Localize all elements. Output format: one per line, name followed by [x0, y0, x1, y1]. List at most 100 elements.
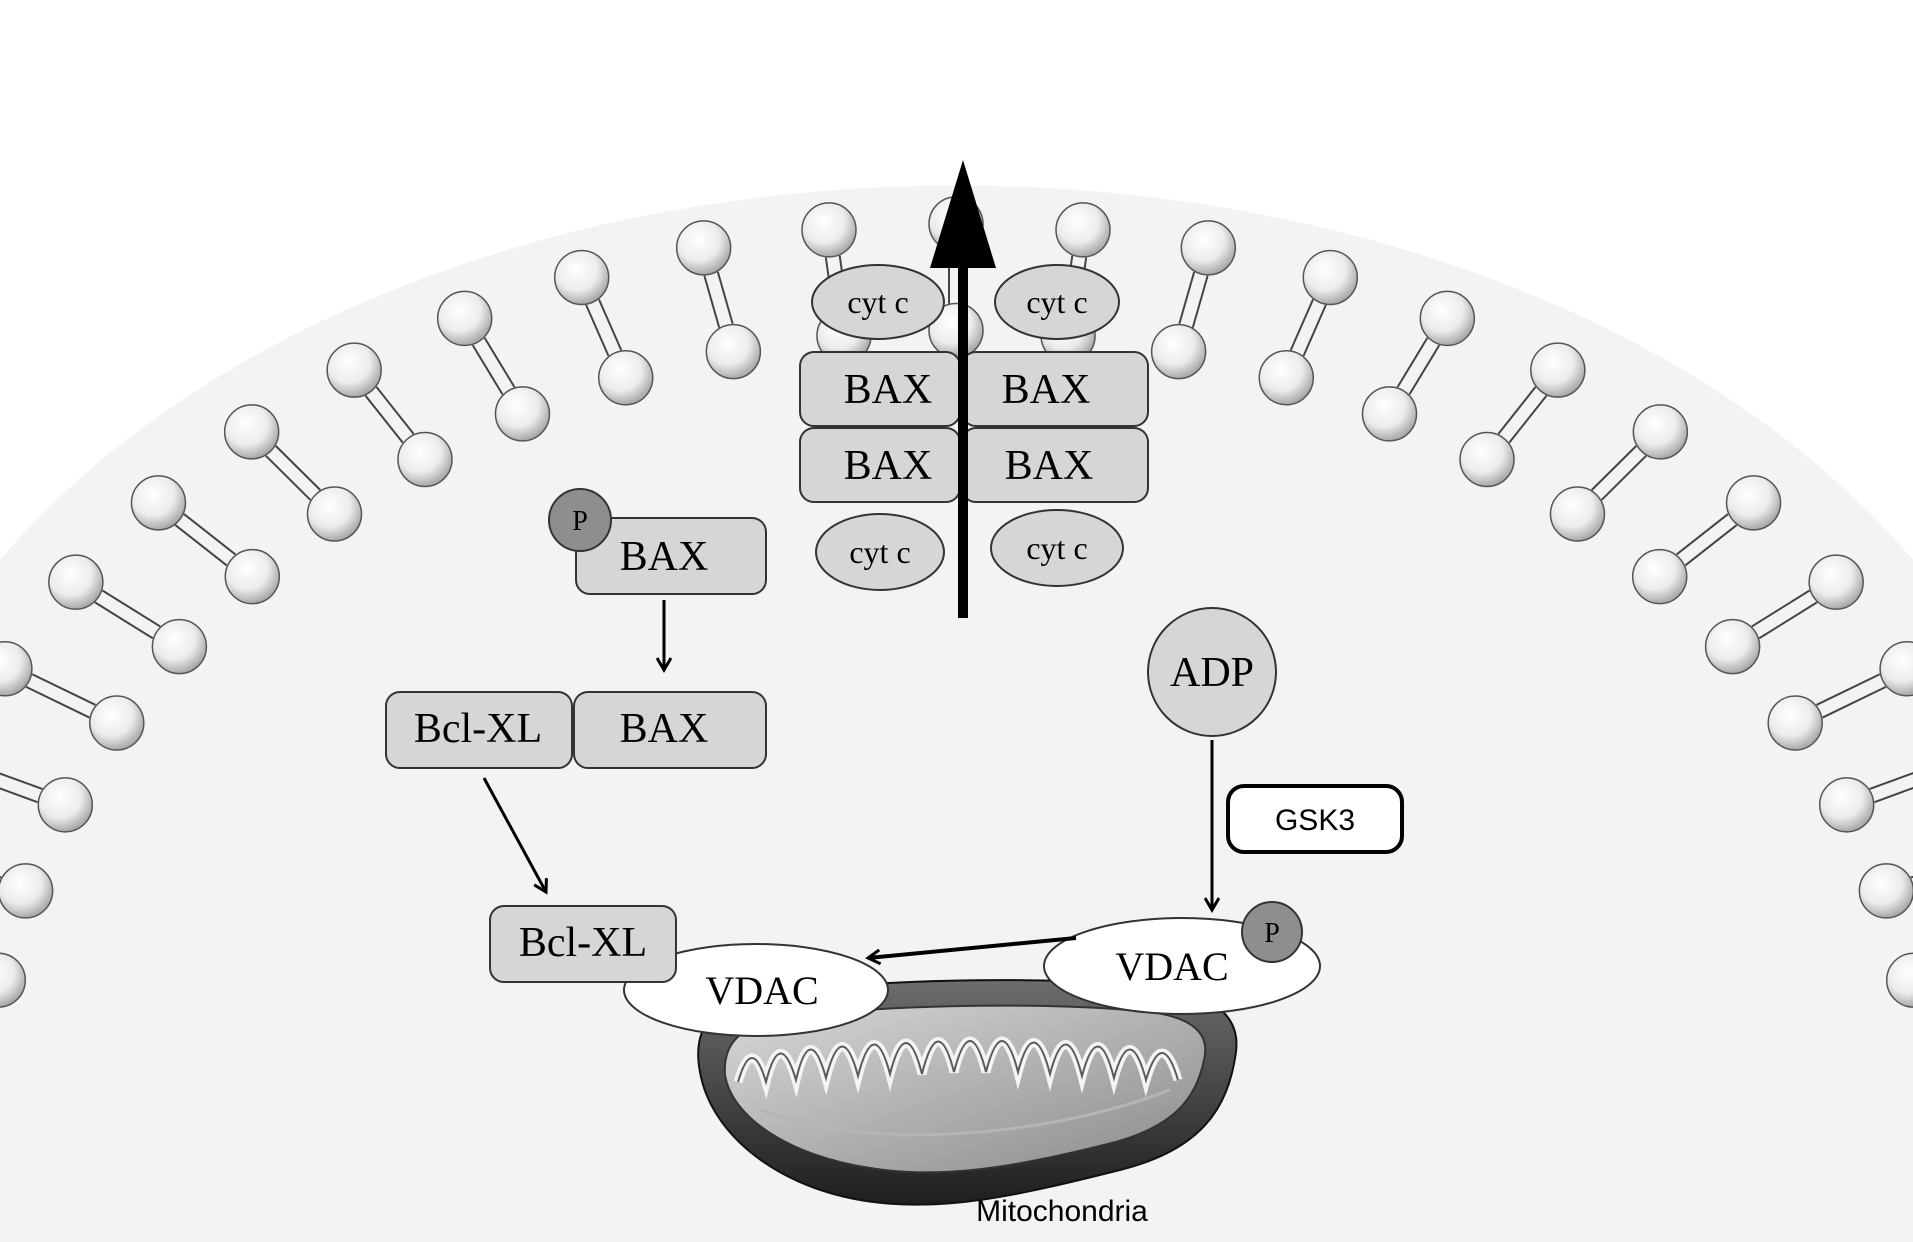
lipid-tail — [0, 772, 43, 790]
lipid-tail — [1508, 394, 1548, 444]
lipid-head-outer — [801, 202, 857, 258]
bclxl-bax-complex: Bcl-XL BAX — [385, 691, 767, 769]
vdac-label: VDAC — [1115, 944, 1228, 989]
lipid-tail — [375, 386, 415, 435]
bcl-xl-label: Bcl-XL — [519, 920, 647, 966]
cyt-c-bottom-left: cyt c — [815, 513, 945, 591]
lipid-head-outer — [1419, 290, 1476, 347]
lipid-tail — [1758, 601, 1818, 640]
lipid-head-inner — [224, 548, 281, 605]
lipid-tail — [1751, 589, 1811, 628]
lipid-head-inner — [1704, 618, 1761, 675]
bcl-xl-label: Bcl-XL — [414, 706, 542, 752]
lipid-head-inner — [306, 486, 363, 542]
lipid-head-outer — [223, 404, 280, 460]
lipid-head-outer — [0, 641, 33, 697]
lipid-tail — [101, 589, 161, 628]
bax-label: BAX — [1005, 443, 1094, 489]
arrow-vdac-right-to-left — [868, 936, 1077, 958]
bax-box-bottom-right: BAX — [961, 427, 1149, 503]
phospho-bax: BAX P — [548, 488, 767, 595]
lipid-head-inner — [1858, 863, 1913, 919]
lipid-head-outer — [675, 220, 732, 276]
lipid-head-inner — [1549, 486, 1606, 542]
cyt-c-top-left: cyt c — [811, 264, 945, 340]
lipid-tail — [31, 673, 96, 706]
lipid-head-outer — [553, 249, 610, 306]
bax-box-top-left: BAX — [799, 351, 961, 427]
lipid-head-inner — [37, 777, 94, 833]
phosphate-badge: P — [548, 488, 612, 552]
lipid-tail — [716, 271, 734, 325]
lipid-tail — [183, 513, 237, 556]
lipid-head-inner — [1767, 695, 1823, 751]
lipid-head-outer — [1632, 404, 1689, 460]
cyt-c-label: cyt c — [1026, 530, 1087, 566]
lipid-head-inner — [1885, 952, 1913, 1008]
lipid-tail — [174, 524, 228, 567]
lipid-tail — [275, 445, 321, 491]
cyt-c-top-right: cyt c — [994, 264, 1120, 340]
phosphate-label: P — [572, 506, 588, 537]
adp-node: ADP — [1147, 607, 1277, 737]
lipid-head-outer — [1055, 202, 1111, 258]
lipid-head-outer — [1530, 342, 1586, 398]
arrow-complex-to-bclxl — [482, 777, 546, 892]
lipid-head-inner — [1150, 323, 1207, 380]
bcl-xl-bound: Bcl-XL — [489, 905, 677, 983]
vdac-label: VDAC — [705, 968, 818, 1013]
lipid-head-inner — [0, 952, 27, 1008]
lipid-tail — [1822, 685, 1887, 719]
bax-label: BAX — [844, 367, 933, 413]
lipid-head-outer — [1180, 220, 1237, 276]
cyt-c-label: cyt c — [849, 534, 910, 570]
lipid-head-outer — [48, 554, 104, 610]
mitochondria-label: Mitochondria — [976, 1195, 1148, 1228]
gsk3-node: GSK3 — [1226, 784, 1404, 854]
lipid-tail — [1816, 673, 1881, 706]
lipid-tail — [1191, 275, 1209, 328]
lipid-head-inner — [1361, 386, 1418, 442]
cyt-c-bottom-right: cyt c — [990, 509, 1124, 587]
cyt-c-release-arrow — [930, 160, 996, 618]
lipid-head-outer — [1808, 554, 1864, 610]
cell-membrane-bilayer — [0, 196, 1913, 1008]
phosphate-label: P — [1264, 918, 1280, 949]
cyt-c-label: cyt c — [847, 284, 908, 320]
lipid-tail — [364, 394, 404, 444]
lipid-tail — [0, 787, 38, 804]
bax-pore-complex: cyt c cyt c BAX BAX BAX BAX cyt c cyt — [799, 160, 1149, 618]
lipid-tail — [1178, 271, 1196, 325]
lipid-tail — [25, 685, 90, 719]
lipid-head-inner — [0, 863, 54, 919]
lipid-head-inner — [705, 323, 762, 380]
phosphate-badge: P — [1241, 901, 1303, 963]
lipid-tail — [483, 337, 516, 388]
adp-label: ADP — [1170, 650, 1254, 696]
lipid-head-outer — [1879, 641, 1913, 697]
lipid-tail — [598, 298, 623, 351]
bax-label: BAX — [844, 443, 933, 489]
bax-box-top-right: BAX — [961, 351, 1149, 427]
lipid-head-outer — [1302, 249, 1359, 306]
lipid-head-inner — [89, 695, 145, 751]
lipid-head-outer — [326, 342, 382, 398]
lipid-head-inner — [494, 386, 551, 442]
lipid-head-outer — [130, 475, 187, 531]
lipid-head-inner — [1631, 548, 1688, 605]
lipid-tail — [1396, 337, 1429, 388]
lipid-head-outer — [1725, 475, 1782, 531]
vdac-right: VDAC P — [1043, 901, 1321, 1015]
gsk3-label: GSK3 — [1275, 804, 1355, 837]
lipid-tail — [1869, 772, 1913, 790]
lipid-head-inner — [1818, 777, 1875, 833]
lipid-head-outer — [436, 290, 493, 347]
lipid-tail — [1874, 786, 1913, 804]
lipid-tail — [1408, 344, 1441, 395]
bax-label: BAX — [620, 706, 709, 752]
cyt-c-label: cyt c — [1026, 284, 1087, 320]
lipid-head-inner — [397, 431, 453, 488]
lipid-tail — [1289, 298, 1314, 351]
lipid-head-inner — [1459, 431, 1515, 488]
